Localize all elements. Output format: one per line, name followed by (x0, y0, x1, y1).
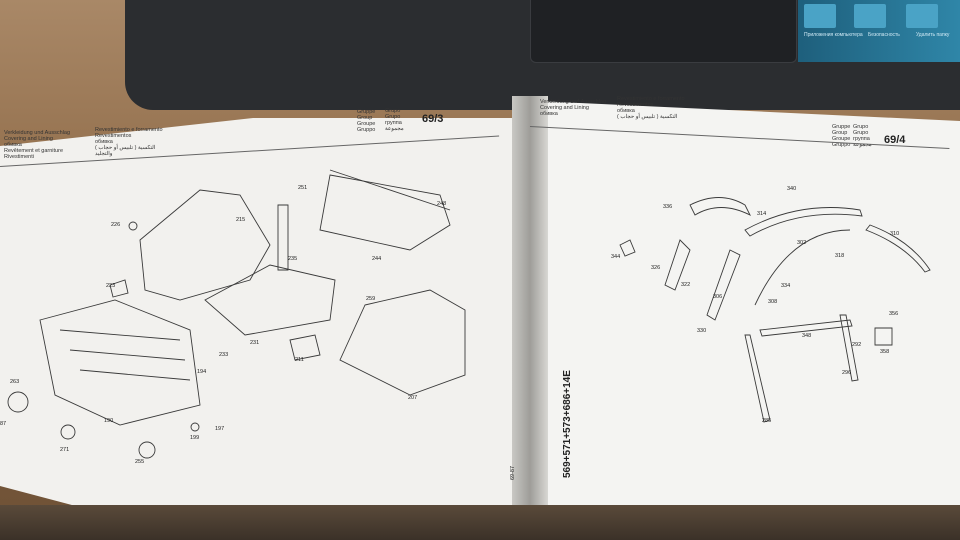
part-number-label: 296 (842, 370, 852, 376)
part-number-label: 308 (768, 299, 778, 305)
part-number-label: 233 (219, 352, 229, 358)
rear-shelf-rail (329, 169, 451, 211)
clip-part (109, 279, 129, 298)
door-trim-strip (664, 239, 691, 291)
part-number-label: 259 (366, 296, 376, 302)
part-number-label: 255 (135, 459, 145, 465)
seal-strip (754, 229, 851, 306)
part-number-label: 87 (0, 421, 7, 427)
part-number-label: 235 (288, 256, 298, 262)
window-trim-strip (865, 224, 931, 273)
part-number-label: 199 (190, 435, 200, 441)
part-number-label: 334 (781, 283, 791, 289)
pillar-trim (744, 334, 771, 423)
door-trim-strip (706, 249, 741, 321)
trunk-floor-panel (39, 299, 201, 426)
part-number-label: 211 (295, 357, 304, 363)
grommet-part (128, 221, 138, 231)
screen-label: Приложения компьютера (804, 32, 863, 38)
pillar-trim (759, 319, 853, 337)
rear-shelf (319, 174, 451, 251)
left-page (0, 118, 550, 518)
part-number-label: 215 (236, 217, 246, 223)
trunk-floor-panel (59, 329, 191, 381)
left-title-block: Verkleidung und Ausschlag Covering and L… (4, 130, 71, 160)
part-number-label: 271 (60, 447, 70, 453)
grommet-part (60, 424, 76, 440)
book-gutter (512, 96, 548, 516)
screen-label: Удалить папку (916, 32, 950, 38)
part-number-label: 330 (697, 328, 707, 334)
part-number-label: 302 (797, 240, 807, 246)
right-group-number: 69/4 (884, 134, 906, 146)
trunk-mat (204, 264, 336, 336)
part-number-label: 231 (250, 340, 260, 346)
part-number-label: 356 (889, 311, 899, 317)
right-group-labels: Gruppe Group Groupe Gruppo (832, 124, 851, 148)
part-number-label: 251 (298, 185, 308, 191)
window-trim-strip (689, 197, 752, 217)
right-title-block-2: Revestimiento e forramento Revestimentos… (617, 96, 685, 120)
screen-tile-icon (804, 4, 836, 28)
part-number-label: 306 (713, 294, 723, 300)
part-number-label: 244 (372, 256, 382, 262)
pillar-trim (839, 314, 859, 382)
left-group-labels: Gruppe Group Groupe Gruppo (357, 109, 376, 133)
right-title-block: Verkleidung und Ausschlag Covering and L… (540, 99, 607, 117)
left-group-number: 69/3 (422, 113, 444, 125)
part-number-label: 340 (787, 186, 797, 192)
screen-tile-icon (854, 4, 886, 28)
clip-part (874, 327, 893, 346)
laptop-screen-corner: Приложения компьютера Безопасность Удали… (798, 0, 960, 62)
screen-label: Безопасность (868, 32, 900, 38)
part-number-label: 194 (197, 369, 207, 375)
left-title-block-2: Revestimiento e forramento Revestimentos… (95, 127, 163, 157)
part-number-label: 197 (215, 426, 225, 432)
part-number-label: 226 (111, 222, 121, 228)
part-number-label: 344 (611, 254, 621, 260)
part-number-label: 248 (437, 201, 447, 207)
side-lining (339, 289, 466, 396)
part-number-label: 322 (681, 282, 691, 288)
part-number-label: 326 (651, 265, 661, 271)
right-page (516, 100, 960, 520)
part-number-label: 358 (880, 349, 890, 355)
right-group-labels-2: Grupo Grupo группа مجموعة (853, 124, 872, 148)
grommet-part (138, 441, 156, 459)
trunk-side-panel (139, 189, 271, 301)
part-number-label: 207 (408, 395, 418, 401)
part-number-label: 223 (106, 283, 116, 289)
window-trim-strip (744, 207, 863, 237)
part-number-label: 336 (663, 204, 673, 210)
screen-tile-icon (906, 4, 938, 28)
left-group-labels-2: Grupo Grupo группа مجموعة (385, 108, 404, 132)
bracket-part (277, 204, 289, 271)
part-number-label: 348 (802, 333, 812, 339)
table-shadow (0, 505, 960, 540)
part-number-label: 285 (762, 418, 772, 424)
part-number-label: 263 (10, 379, 20, 385)
part-number-label: 292 (852, 342, 862, 348)
part-number-label: 310 (890, 231, 900, 237)
part-number-label: 318 (835, 253, 845, 259)
part-number-label: 190 (104, 418, 114, 424)
clip-part (619, 239, 636, 257)
part-number-label: 314 (757, 211, 767, 217)
grommet-part (7, 391, 29, 413)
grommet-part (190, 422, 200, 432)
clip-part (289, 334, 321, 361)
trackpad (530, 0, 797, 63)
